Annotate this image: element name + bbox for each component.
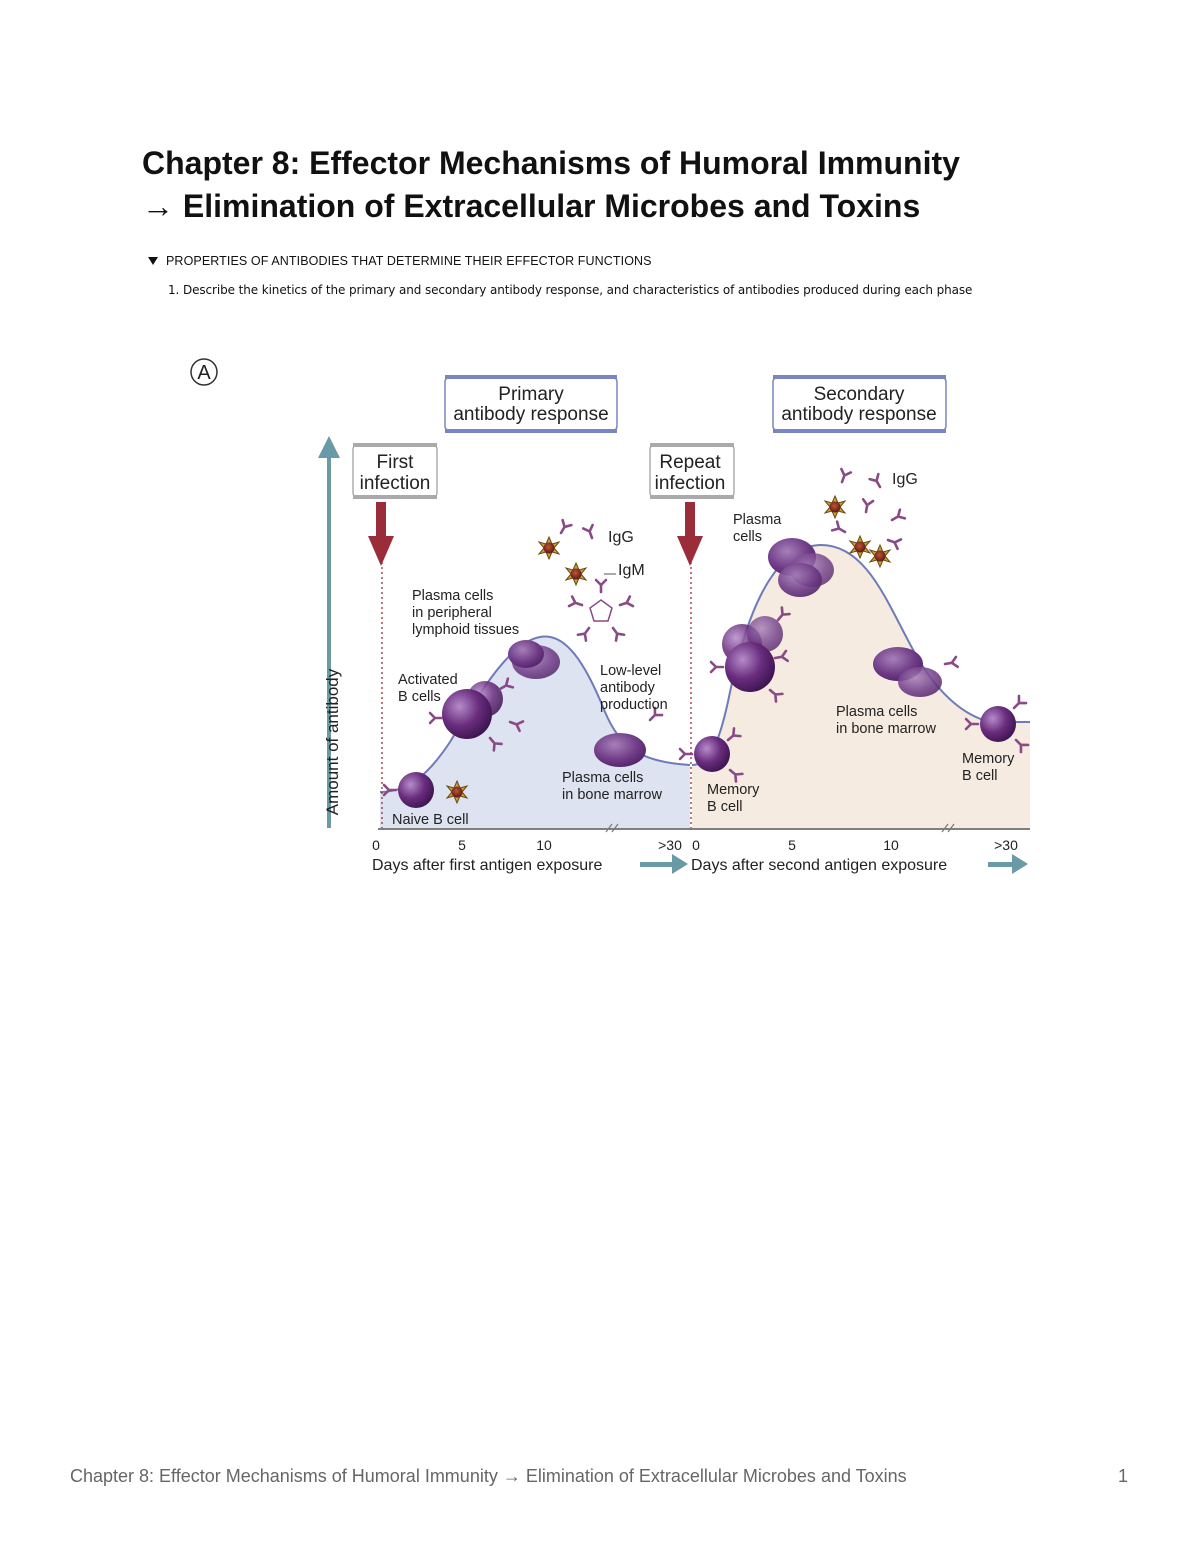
memory2-label-1: Memory [962, 751, 1015, 767]
antibody-response-figure: A Amount of antibody 0 5 10 >30 0 5 10 >… [180, 352, 1040, 882]
repeat-infection-line2: infection [655, 473, 726, 494]
first-infection-box: First infection [352, 443, 438, 499]
lowlevel-label-3: production [600, 697, 668, 713]
tick-label: 0 [372, 837, 380, 853]
secondary-plasma-label-2: cells [733, 529, 762, 545]
lowlevel-label-1: Low-level [600, 663, 661, 679]
plasma-peripheral-label-2: in peripheral [412, 605, 492, 621]
axis-break-primary [605, 823, 619, 833]
repeat-infection-box: Repeat infection [649, 443, 735, 499]
first-infection-line2: infection [360, 473, 431, 494]
plasma-cells-bone-marrow-secondary [873, 647, 959, 697]
secondary-response-area [692, 544, 1030, 828]
primary-response-area [380, 636, 690, 828]
caret-down-icon[interactable] [148, 257, 158, 265]
primary-annotations: Naive B cell Activated B cells Plasma ce… [392, 529, 668, 828]
title-line-1: Chapter 8: Effector Mechanisms of Humora… [142, 145, 960, 181]
tick-label: >30 [994, 837, 1018, 853]
memory-label-1: Memory [707, 782, 760, 798]
y-axis-label: Amount of antibody [323, 668, 342, 815]
plasma-bm-secondary-label-1: Plasma cells [836, 704, 917, 720]
tick-label: 10 [536, 837, 552, 853]
memory-b-cell-end [964, 694, 1030, 754]
primary-ticks: 0 5 10 >30 [372, 837, 682, 853]
primary-x-label: Days after first antigen exposure [372, 857, 602, 874]
plasma-peripheral-label-1: Plasma cells [412, 588, 493, 604]
page-number: 1 [1118, 1466, 1129, 1486]
repeat-infection-arrow [677, 502, 703, 566]
secondary-x-arrow [988, 854, 1028, 874]
first-infection-arrow [368, 502, 394, 566]
axis-break-secondary [941, 823, 955, 833]
activated-label-1: Activated [398, 672, 458, 688]
plasma-bm-primary-label-2: in bone marrow [562, 787, 662, 803]
secondary-x-label: Days after second antigen exposure [691, 857, 947, 874]
tick-label: 10 [883, 837, 899, 853]
question-item: 1. Describe the kinetics of the primary … [168, 283, 973, 297]
plasma-cell-bone-marrow-primary [594, 706, 664, 767]
tick-label: 5 [788, 837, 796, 853]
secondary-ticks: 0 5 10 >30 [692, 837, 1018, 853]
secondary-plasma-label-1: Plasma [733, 512, 782, 528]
secondary-plasma-cells [768, 538, 834, 597]
tick-label: 5 [458, 837, 466, 853]
secondary-header-line1: Secondary [814, 384, 905, 405]
panel-label: A [190, 358, 218, 386]
page-footer: Chapter 8: Effector Mechanisms of Humora… [70, 1466, 907, 1486]
secondary-header-line2: antibody response [781, 404, 936, 425]
primary-antibodies [538, 518, 635, 642]
primary-header-line2: antibody response [453, 404, 608, 425]
memory-b-cell-start [678, 727, 744, 783]
naive-b-cell [382, 772, 468, 808]
first-infection-line1: First [377, 452, 415, 473]
igm-pentamer [567, 578, 635, 642]
repeat-infection-line1: Repeat [659, 452, 721, 473]
primary-header: Primary antibody response [444, 375, 618, 433]
page-title: Chapter 8: Effector Mechanisms of Humora… [142, 142, 1102, 228]
memory2-label-2: B cell [962, 768, 997, 784]
activated-label-2: B cells [398, 689, 441, 705]
section-heading: PROPERTIES OF ANTIBODIES THAT DETERMINE … [166, 254, 652, 268]
secondary-annotations: Plasma cells IgG Memory B cell Plasma ce… [707, 471, 1015, 815]
plasma-bm-secondary-label-2: in bone marrow [836, 721, 936, 737]
plasma-bm-primary-label-1: Plasma cells [562, 770, 643, 786]
activated-b-cells [428, 677, 525, 752]
primary-header-line1: Primary [498, 384, 564, 405]
tick-label: >30 [658, 837, 682, 853]
plasma-cells-peripheral [508, 640, 560, 679]
y-axis: Amount of antibody [318, 436, 342, 828]
primary-x-arrow [640, 854, 688, 874]
igg-primary-label: IgG [608, 529, 634, 546]
tick-label: 0 [692, 837, 700, 853]
igg-secondary-label: IgG [892, 471, 918, 488]
section-toggle[interactable]: PROPERTIES OF ANTIBODIES THAT DETERMINE … [148, 254, 652, 268]
secondary-expanding-cells [709, 606, 791, 703]
memory-label-2: B cell [707, 799, 742, 815]
igm-label: IgM [618, 562, 645, 579]
plasma-peripheral-label-3: lymphoid tissues [412, 622, 519, 638]
secondary-header: Secondary antibody response [772, 375, 947, 433]
panel-label-text: A [197, 362, 211, 384]
title-line-2: → Elimination of Extracellular Microbes … [142, 188, 921, 224]
naive-label: Naive B cell [392, 812, 469, 828]
lowlevel-label-2: antibody [600, 680, 656, 696]
